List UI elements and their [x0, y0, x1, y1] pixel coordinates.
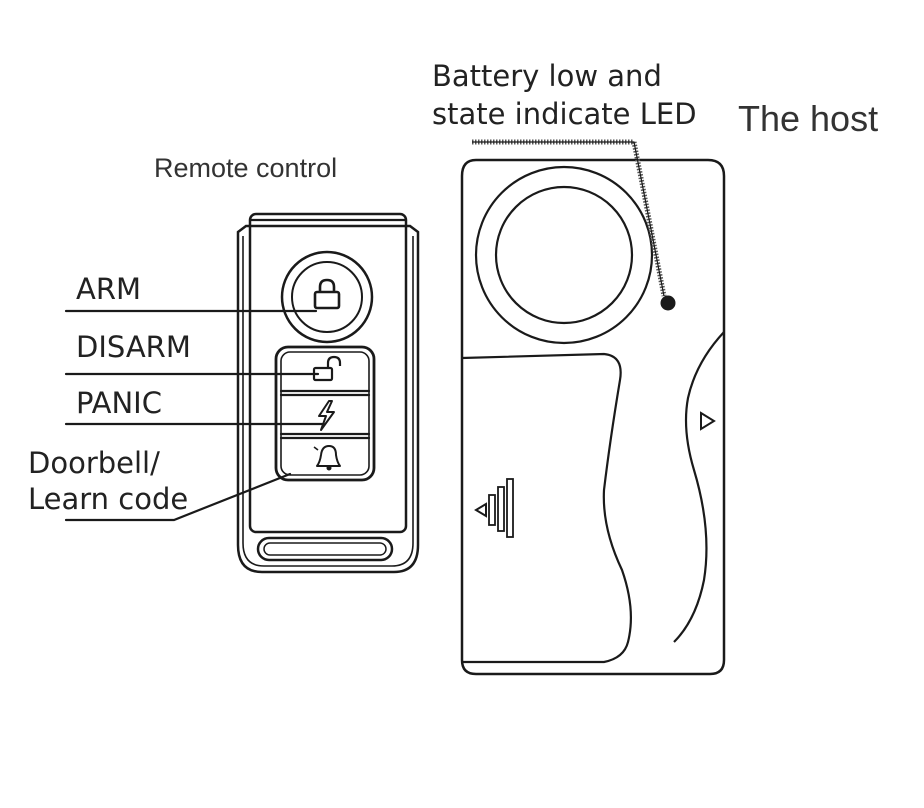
doorbell-label-line2: Learn code: [28, 482, 188, 516]
battery-led-leader: [472, 139, 667, 297]
disarm-button[interactable]: [312, 355, 342, 382]
host-title: The host: [738, 98, 878, 139]
speaker-grille: [474, 165, 654, 345]
padlock-open-icon: [312, 355, 342, 382]
remote-control: [236, 212, 420, 574]
doorbell-button[interactable]: [313, 445, 341, 471]
doorbell-leader-line: [64, 472, 292, 522]
panic-button[interactable]: [318, 400, 335, 431]
doorbell-label-line1: Doorbell/: [28, 446, 160, 480]
status-led: [660, 295, 676, 311]
remote-control-title: Remote control: [154, 153, 337, 183]
lightning-bolt-icon: [318, 400, 335, 431]
arm-button[interactable]: [280, 250, 374, 344]
panic-label: PANIC: [76, 386, 162, 420]
disarm-label: DISARM: [76, 330, 191, 364]
battery-label-line2: state indicate LED: [432, 97, 697, 131]
battery-label-line1: Battery low and: [432, 59, 662, 93]
bell-icon: [313, 445, 341, 471]
host-unit: [460, 158, 726, 676]
arm-label: ARM: [76, 272, 141, 306]
sound-waves-icon: [474, 478, 514, 538]
triangle-pointer-icon: [700, 411, 716, 431]
padlock-closed-icon: [313, 278, 341, 310]
